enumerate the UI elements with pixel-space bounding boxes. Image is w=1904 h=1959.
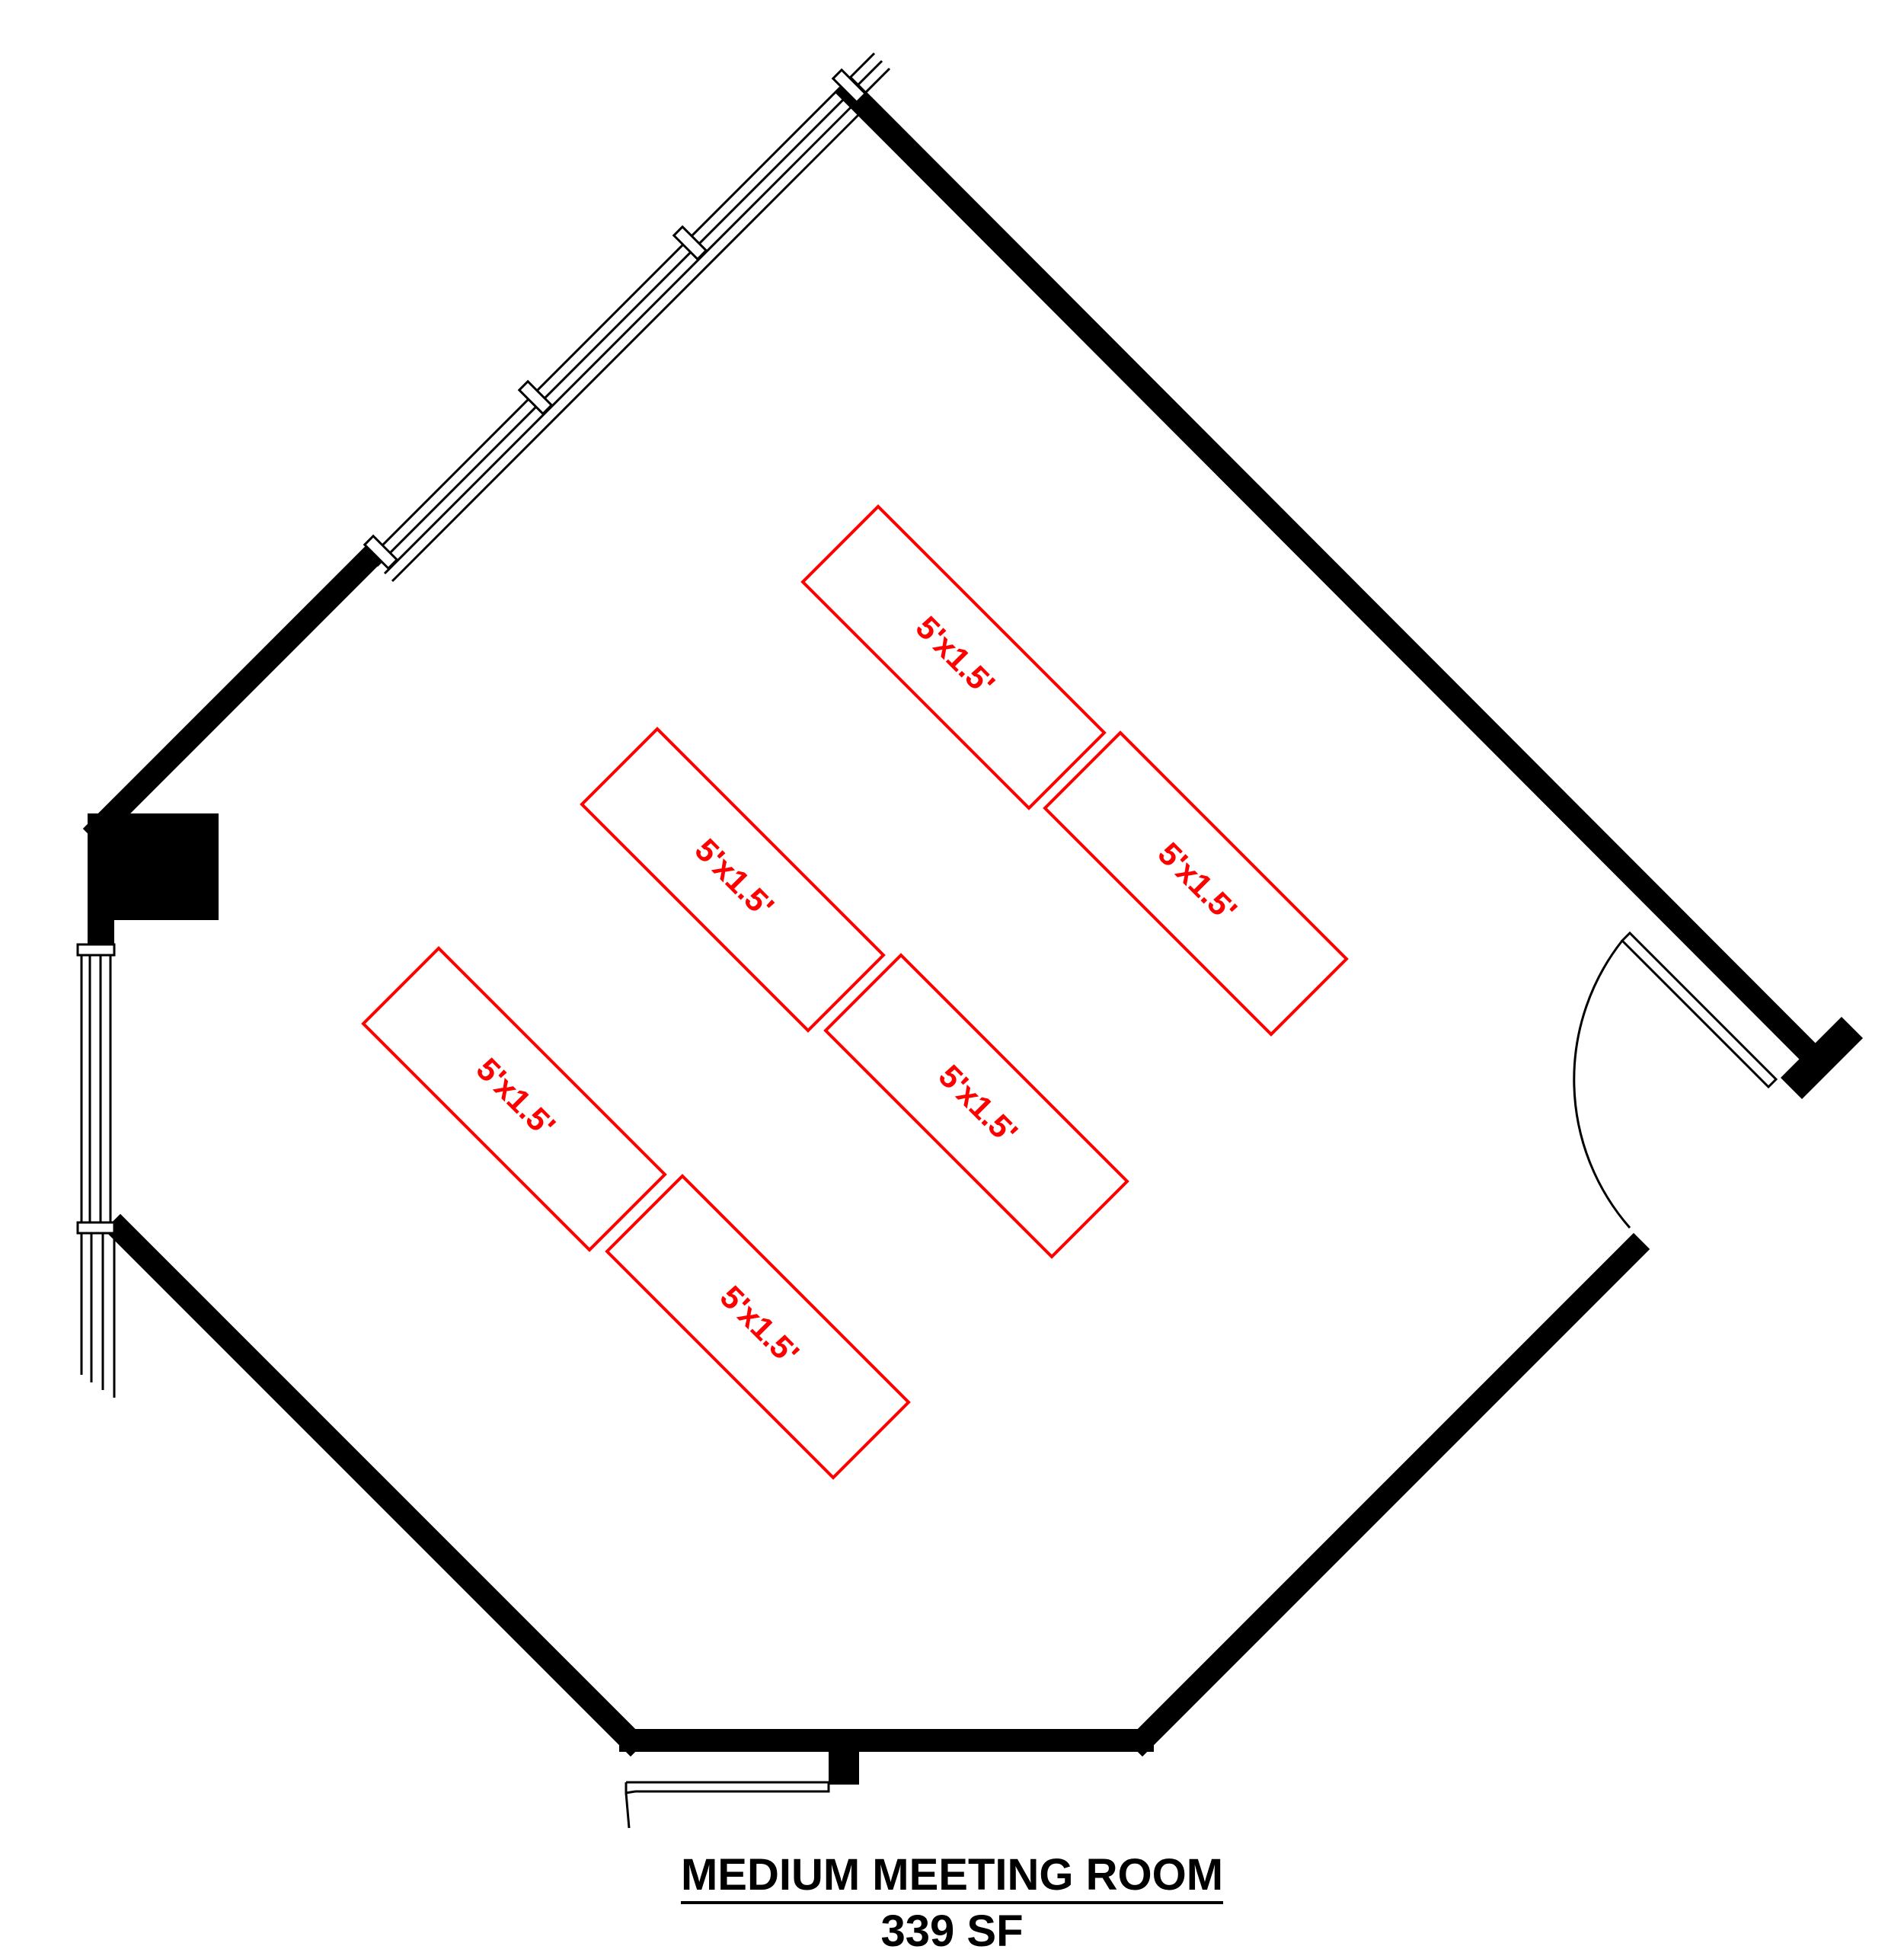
window-mullion bbox=[672, 225, 708, 261]
wall-southeast bbox=[1126, 1232, 1650, 1757]
door-south bbox=[625, 1781, 830, 1829]
walls bbox=[82, 76, 1863, 1785]
window-mullion bbox=[76, 943, 116, 957]
window-mullion bbox=[76, 1221, 116, 1235]
door-east[interactable] bbox=[1573, 931, 1778, 1229]
table-outline bbox=[361, 946, 667, 1252]
wall-southwest bbox=[104, 1213, 647, 1757]
table-outline bbox=[580, 727, 886, 1033]
wall-stub-east bbox=[1781, 1017, 1863, 1099]
window-mullion bbox=[517, 379, 554, 416]
table-outline bbox=[1043, 730, 1349, 1037]
table[interactable]: 5'x1.5' bbox=[580, 727, 886, 1033]
table[interactable]: 5'x1.5' bbox=[605, 1174, 911, 1480]
room-name-text: MEDIUM MEETING ROOM bbox=[680, 1850, 1224, 1904]
table[interactable]: 5'x1.5' bbox=[361, 946, 667, 1252]
table[interactable]: 5'x1.5' bbox=[800, 504, 1107, 810]
table[interactable]: 5'x1.5' bbox=[823, 953, 1129, 1259]
table-outline bbox=[823, 953, 1129, 1259]
wall-northeast bbox=[835, 76, 1826, 1069]
window-northwest bbox=[363, 52, 891, 583]
wall-pier-south bbox=[829, 1740, 859, 1785]
window-mullion bbox=[363, 534, 399, 570]
wall-northwest bbox=[82, 542, 386, 845]
window-west bbox=[76, 943, 116, 1398]
room-area: 339 SF bbox=[880, 1906, 1024, 1956]
door-leaf bbox=[1620, 931, 1778, 1089]
door-swing-arc bbox=[1573, 940, 1631, 1229]
column-block bbox=[88, 813, 219, 920]
table-outline bbox=[800, 504, 1107, 810]
room-name: MEDIUM MEETING ROOM bbox=[0, 1849, 1904, 1904]
window-mullion bbox=[831, 68, 867, 104]
table-outline bbox=[605, 1174, 911, 1480]
tables: 5'x1.5'5'x1.5'5'x1.5'5'x1.5'5'x1.5'5'x1.… bbox=[361, 504, 1349, 1480]
table[interactable]: 5'x1.5' bbox=[1043, 730, 1349, 1037]
